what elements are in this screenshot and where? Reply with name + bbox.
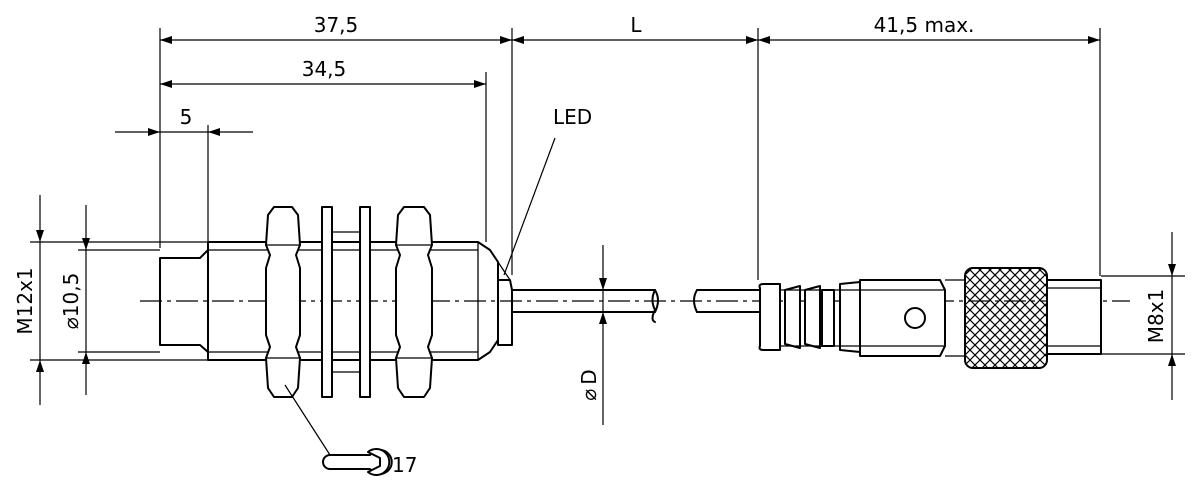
dim-label-37-5: 37,5: [314, 13, 359, 37]
dimension-diameter-10-5: ⌀10,5: [59, 205, 90, 395]
dimension-34-5: 34,5: [160, 57, 486, 88]
wrench-size-label: 17: [392, 453, 417, 477]
dim-label-5: 5: [180, 105, 193, 129]
dimension-5: 5: [115, 105, 253, 136]
dimension-L: L: [512, 13, 758, 44]
dimension-41-5-max: 41,5 max.: [758, 13, 1100, 44]
knurled-nut: [964, 267, 1048, 369]
connector: [758, 267, 1102, 369]
extension-lines: [30, 28, 1185, 361]
led-callout: LED: [503, 105, 592, 276]
washers: [321, 206, 371, 398]
hex-nut-rear: [395, 206, 433, 398]
dimension-37-5: 37,5: [160, 13, 512, 44]
svg-text:⌀10,5: ⌀10,5: [59, 273, 83, 330]
dim-label-41-5-max: 41,5 max.: [874, 13, 975, 37]
dim-label-m8x1: M8x1: [1144, 289, 1168, 344]
dimension-m8x1: M8x1: [1144, 232, 1176, 400]
diameter-symbol: ⌀: [59, 317, 83, 329]
svg-text:⌀D: ⌀D: [577, 369, 601, 400]
dim-label-m12x1: M12x1: [13, 267, 37, 334]
hex-nut-front: [265, 206, 301, 398]
cable: [511, 289, 761, 323]
diameter-symbol-cable: ⌀: [577, 389, 601, 401]
led-label: LED: [553, 105, 592, 129]
dim-label-L: L: [630, 13, 642, 37]
dim-label-34-5: 34,5: [302, 57, 347, 81]
dim-label-10-5: 10,5: [59, 273, 83, 318]
dim-label-D: D: [577, 369, 601, 384]
dimension-m12x1: M12x1: [13, 195, 44, 405]
wrench-callout: 17: [284, 384, 417, 477]
dimension-cable-diameter: ⌀D: [577, 245, 607, 425]
